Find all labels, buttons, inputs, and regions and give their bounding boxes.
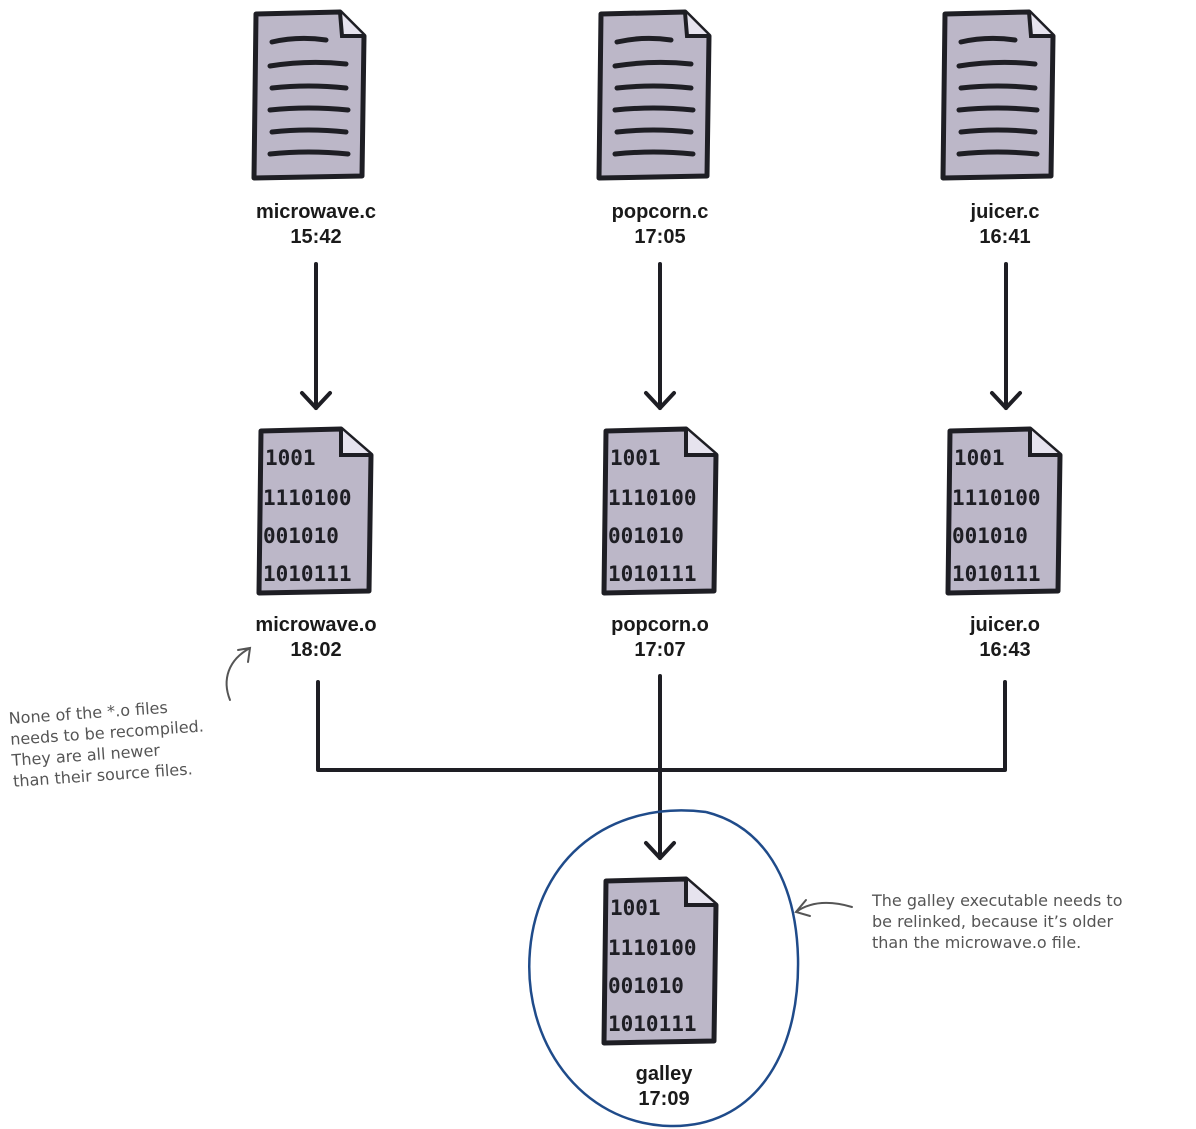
file-name: juicer.o bbox=[969, 614, 1041, 636]
highlight-circle bbox=[528, 809, 800, 1128]
note-line: be relinked, because it’s older bbox=[872, 912, 1114, 931]
binary-line: 1001 bbox=[610, 446, 661, 470]
binary-line: 1010111 bbox=[952, 562, 1041, 586]
binary-line: 001010 bbox=[608, 524, 684, 548]
file-time: 16:43 bbox=[979, 639, 1031, 661]
binary-line: 001010 bbox=[263, 524, 339, 548]
popcorn-o-file-icon: 1001 1110100 001010 1010111 bbox=[601, 426, 719, 596]
binary-line: 1010111 bbox=[608, 1012, 697, 1036]
file-name: popcorn.c bbox=[611, 201, 709, 223]
note-line: The galley executable needs to bbox=[872, 891, 1123, 910]
arrowhead-microwave bbox=[300, 391, 332, 410]
file-label-galley: galley 17:09 bbox=[564, 1062, 764, 1112]
note-objects-up-to-date: None of the *.o files needs to be recomp… bbox=[8, 694, 207, 791]
binary-line: 1001 bbox=[610, 896, 661, 920]
note-pointer-right bbox=[794, 899, 853, 917]
arrowhead-juicer bbox=[990, 391, 1022, 410]
file-time: 16:41 bbox=[979, 226, 1031, 248]
binary-line: 1001 bbox=[265, 446, 316, 470]
binary-line: 1010111 bbox=[608, 562, 697, 586]
file-time: 17:07 bbox=[634, 639, 686, 661]
file-label-microwave-o: microwave.o 18:02 bbox=[216, 613, 416, 663]
file-label-popcorn-o: popcorn.o 17:07 bbox=[560, 613, 760, 663]
file-label-microwave-c: microwave.c 15:42 bbox=[216, 200, 416, 250]
juicer-o-file-icon: 1001 1110100 001010 1010111 bbox=[945, 426, 1063, 596]
file-name: microwave.c bbox=[255, 201, 377, 223]
microwave-c-file-icon bbox=[251, 9, 367, 181]
binary-line: 1110100 bbox=[952, 486, 1041, 510]
binary-line: 1110100 bbox=[263, 486, 352, 510]
file-time: 17:05 bbox=[634, 226, 686, 248]
note-pointer-left bbox=[225, 646, 252, 701]
binary-line: 1001 bbox=[954, 446, 1005, 470]
binary-line: 001010 bbox=[608, 974, 684, 998]
binary-line: 001010 bbox=[952, 524, 1028, 548]
binary-line: 1110100 bbox=[608, 936, 697, 960]
popcorn-c-file-icon bbox=[596, 9, 712, 181]
binary-line: 1010111 bbox=[263, 562, 352, 586]
juicer-c-file-icon bbox=[940, 9, 1056, 181]
file-label-juicer-o: juicer.o 16:43 bbox=[905, 613, 1105, 663]
file-time: 15:42 bbox=[290, 226, 342, 248]
galley-executable-icon: 1001 1110100 001010 1010111 bbox=[601, 876, 719, 1046]
file-name: juicer.c bbox=[970, 201, 1040, 223]
arrowhead-popcorn bbox=[644, 391, 676, 410]
arrowhead-galley bbox=[644, 841, 676, 860]
file-time: 17:09 bbox=[638, 1088, 690, 1110]
note-galley-relink: The galley executable needs to be relink… bbox=[872, 890, 1123, 953]
file-time: 18:02 bbox=[290, 639, 342, 661]
file-label-popcorn-c: popcorn.c 17:05 bbox=[560, 200, 760, 250]
file-name: popcorn.o bbox=[611, 614, 709, 636]
binary-line: 1110100 bbox=[608, 486, 697, 510]
file-label-juicer-c: juicer.c 16:41 bbox=[905, 200, 1105, 250]
file-name: galley bbox=[635, 1063, 693, 1085]
microwave-o-file-icon: 1001 1110100 001010 1010111 bbox=[256, 426, 374, 596]
file-name: microwave.o bbox=[255, 614, 377, 636]
note-line: than the microwave.o file. bbox=[872, 933, 1082, 952]
